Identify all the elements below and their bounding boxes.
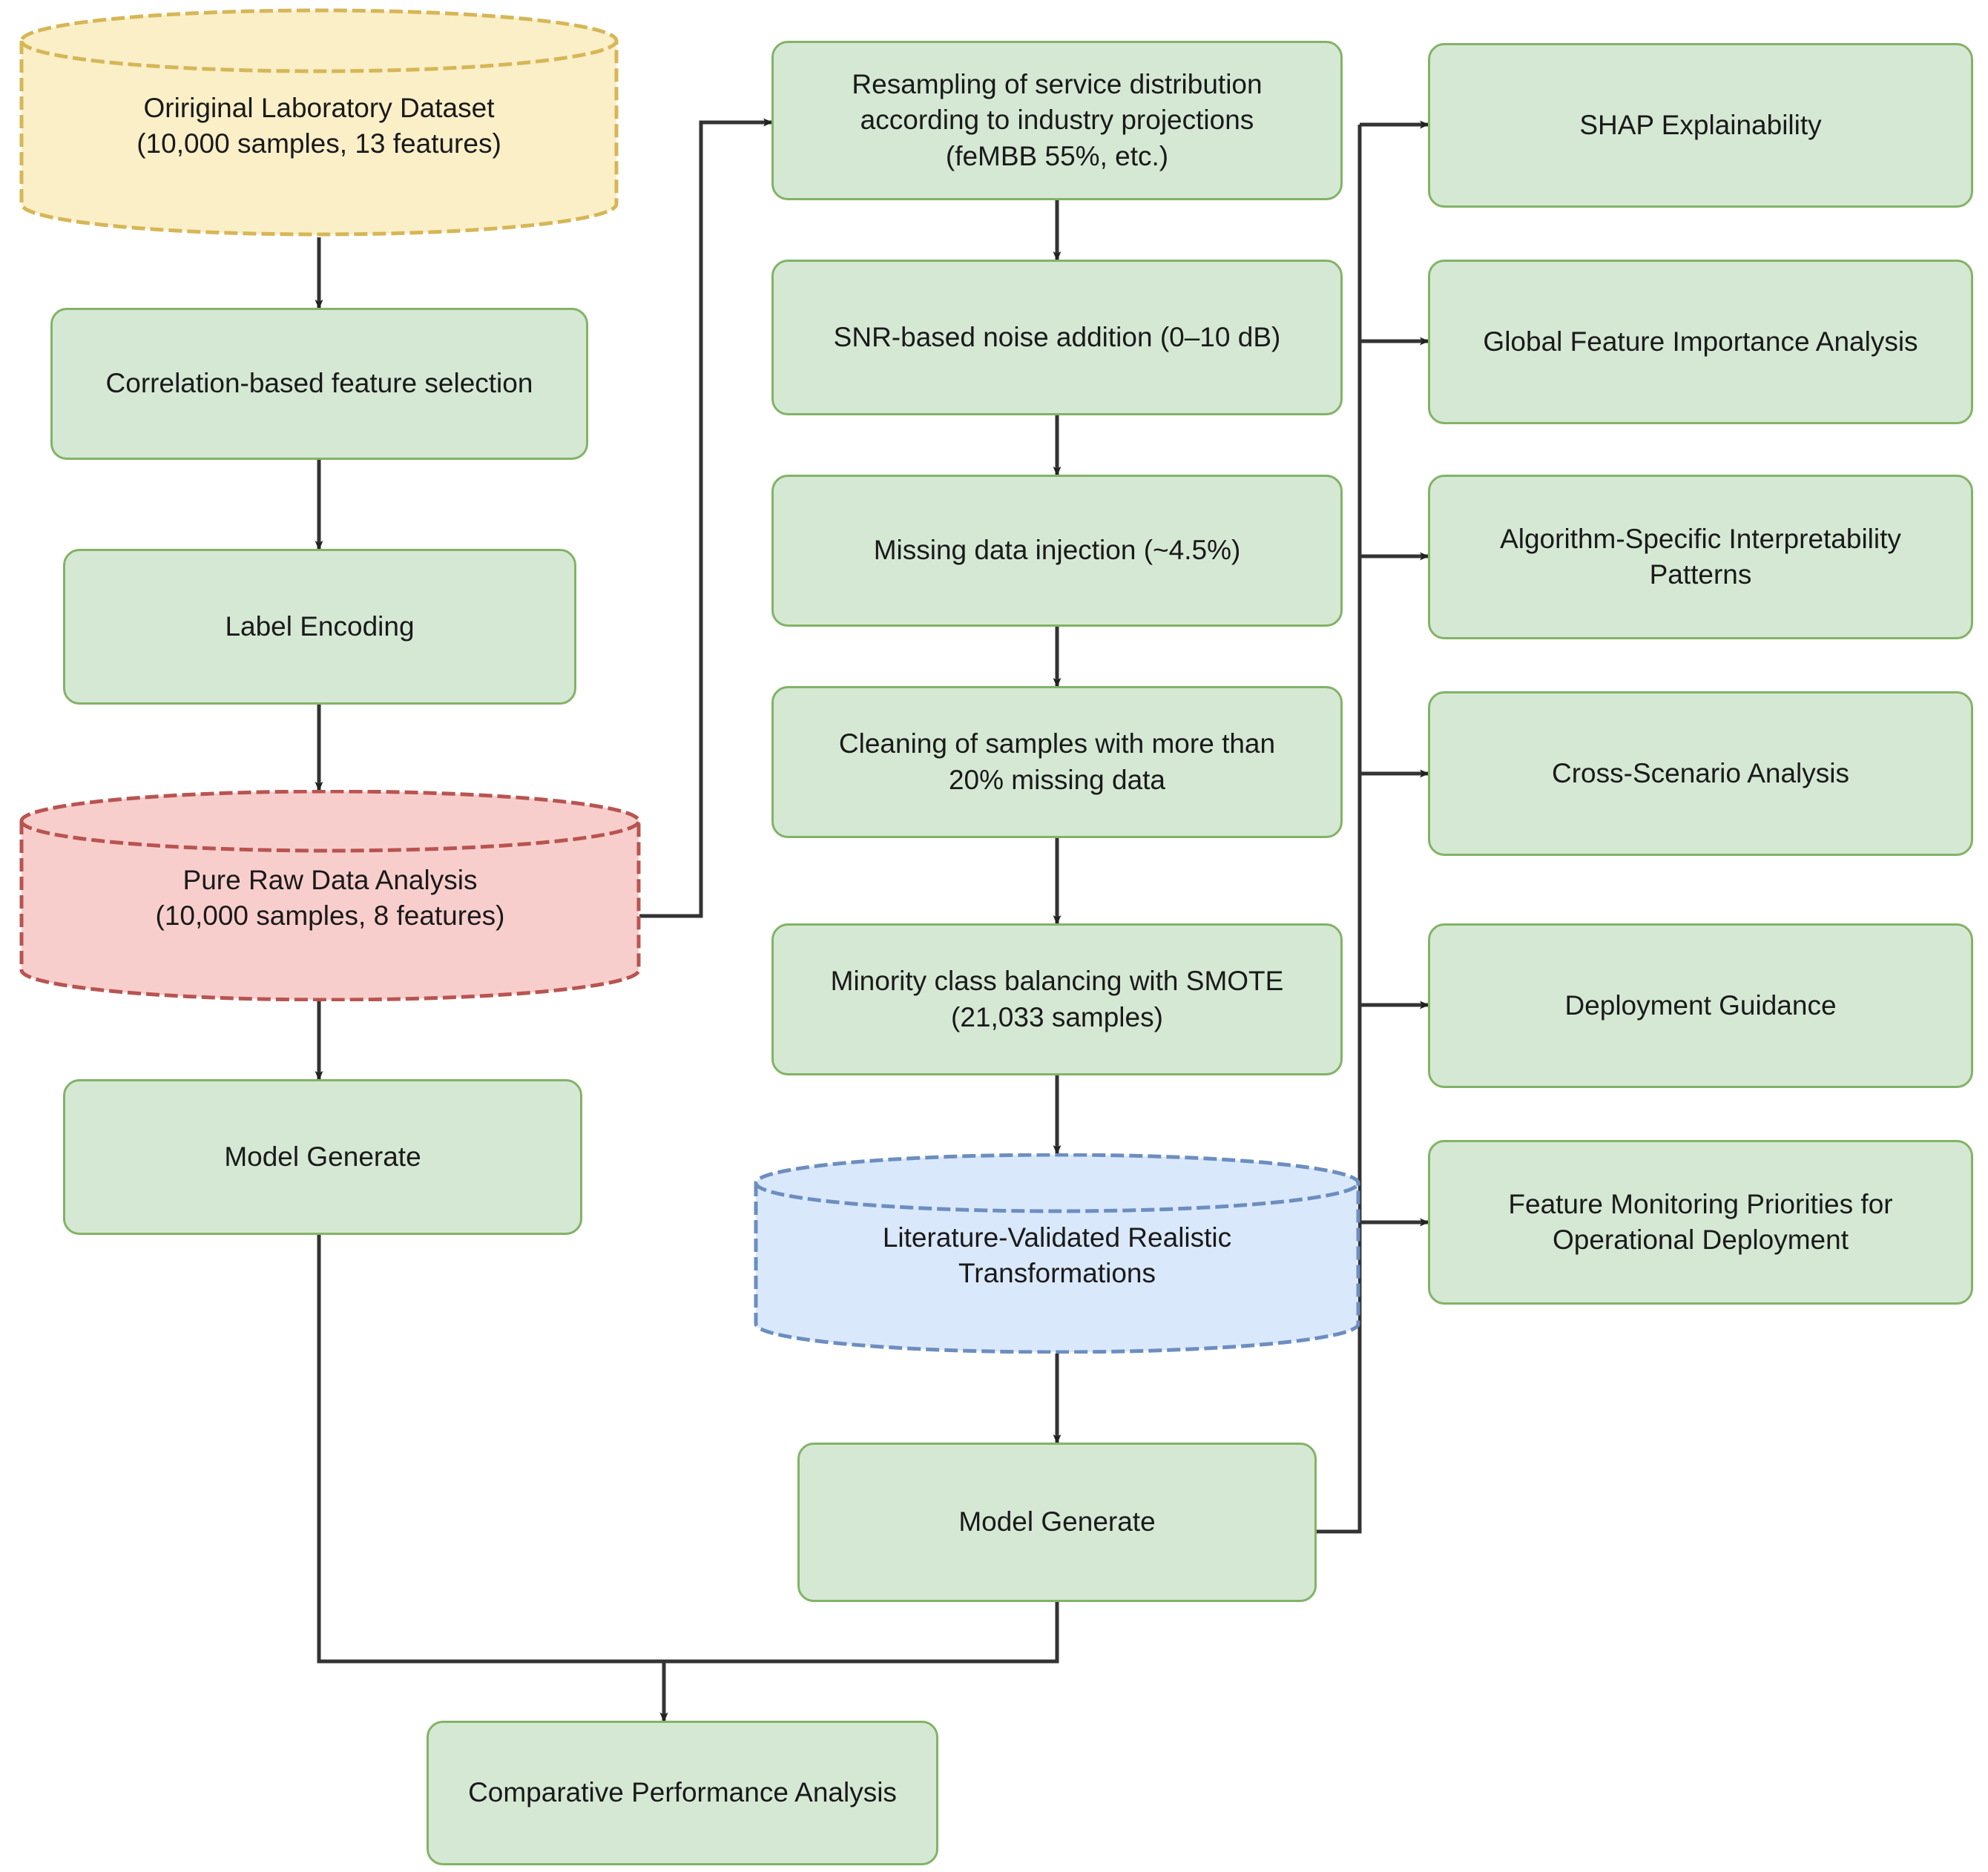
node-label: Global Feature Importance Analysis	[1483, 326, 1918, 357]
node-cross-scenario-analysis[interactable]: Cross-Scenario Analysis	[1428, 691, 1973, 856]
node-model-generate-middle[interactable]: Model Generate	[797, 1443, 1317, 1602]
node-minority-class-smote[interactable]: Minority class balancing with SMOTE (21,…	[771, 923, 1343, 1075]
node-label: Pure Raw Data Analysis (10,000 samples, …	[155, 865, 505, 932]
node-label: SNR-based noise addition (0–10 dB)	[833, 321, 1281, 352]
node-original-laboratory-dataset: Oririginal Laboratory Dataset (10,000 sa…	[19, 7, 619, 237]
edge-middlemodel-to-comparative	[659, 1602, 1059, 1722]
node-pure-raw-data-analysis: Pure Raw Data Analysis (10,000 samples, …	[19, 790, 642, 1001]
node-snr-noise-addition[interactable]: SNR-based noise addition (0–10 dB)	[771, 260, 1343, 415]
node-deployment-guidance[interactable]: Deployment Guidance	[1428, 923, 1973, 1088]
node-resampling-service-distribution[interactable]: Resampling of service distribution accor…	[771, 41, 1343, 200]
node-label: Comparative Performance Analysis	[468, 1777, 897, 1808]
node-label: Deployment Guidance	[1564, 989, 1837, 1021]
node-label: Model Generate	[958, 1506, 1156, 1538]
node-label: Cleaning of samples with more than 20% m…	[838, 728, 1276, 795]
node-label: Correlation-based feature selection	[105, 368, 533, 399]
node-label: Literature-Validated Realistic Transform…	[882, 1222, 1232, 1289]
node-cleaning-samples[interactable]: Cleaning of samples with more than 20% m…	[771, 686, 1343, 838]
node-global-feature-importance-analysis[interactable]: Global Feature Importance Analysis	[1428, 260, 1973, 424]
node-feature-monitoring-priorities[interactable]: Feature Monitoring Priorities for Operat…	[1428, 1140, 1973, 1305]
node-label: Feature Monitoring Priorities for Operat…	[1508, 1188, 1893, 1255]
node-algorithm-specific-interpretability-patterns[interactable]: Algorithm-Specific Interpretability Patt…	[1428, 475, 1973, 639]
node-model-generate-left[interactable]: Model Generate	[63, 1079, 582, 1235]
node-label: Oririginal Laboratory Dataset (10,000 sa…	[136, 93, 501, 159]
node-label-encoding[interactable]: Label Encoding	[63, 549, 576, 705]
edge-pureraw-to-resampling	[639, 118, 773, 918]
edge-leftmodel-to-comparative	[317, 1235, 668, 1722]
node-missing-data-injection[interactable]: Missing data injection (~4.5%)	[771, 475, 1343, 627]
node-label: SHAP Explainability	[1579, 109, 1822, 140]
node-label: Minority class balancing with SMOTE (21,…	[830, 966, 1284, 1032]
node-comparative-performance-analysis[interactable]: Comparative Performance Analysis	[427, 1721, 938, 1865]
node-label: Model Generate	[224, 1141, 421, 1172]
node-literature-validated-transformations: Literature-Validated Realistic Transform…	[753, 1153, 1361, 1354]
node-label: Algorithm-Specific Interpretability Patt…	[1500, 523, 1901, 590]
node-shap-explainability[interactable]: SHAP Explainability	[1428, 43, 1973, 208]
node-label: Cross-Scenario Analysis	[1552, 757, 1849, 788]
node-label: Missing data injection (~4.5%)	[873, 535, 1241, 566]
node-label: Resampling of service distribution accor…	[852, 69, 1263, 171]
node-label: Label Encoding	[225, 610, 415, 642]
node-correlation-feature-selection[interactable]: Correlation-based feature selection	[50, 308, 588, 460]
